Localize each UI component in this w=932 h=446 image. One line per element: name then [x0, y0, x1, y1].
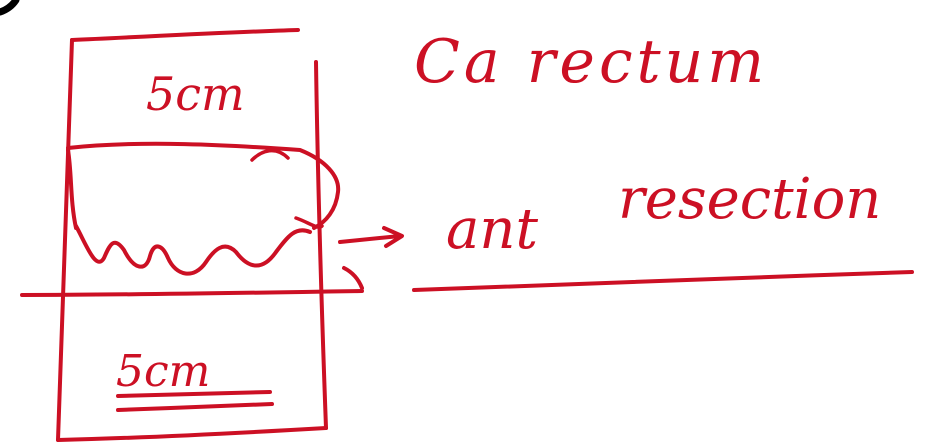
- procedure-underline: [412, 270, 914, 292]
- upper-margin-label: 5cm: [146, 67, 245, 121]
- rectum-outline: [56, 28, 328, 442]
- corner-mark: [0, 0, 20, 16]
- transection-tick: [342, 266, 364, 290]
- arrow-to-procedure: [338, 226, 404, 248]
- procedure-prefix-text: ant: [446, 197, 538, 262]
- transection-line: [20, 289, 364, 297]
- lower-margin-label: 5cm: [116, 346, 210, 397]
- tumour-lesion: [66, 141, 341, 276]
- procedure-text: resection: [618, 167, 881, 232]
- heading-text: Ca rectum: [414, 27, 768, 97]
- lower-margin-underline: [116, 390, 274, 412]
